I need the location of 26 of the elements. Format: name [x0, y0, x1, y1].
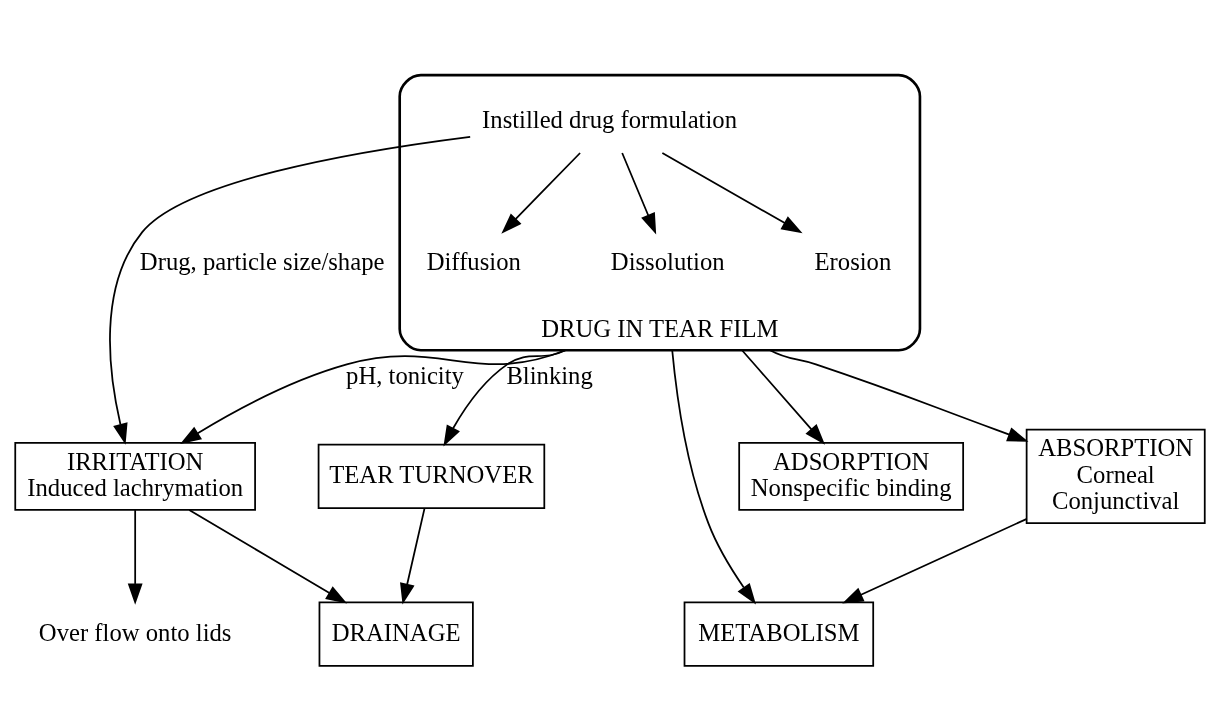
node-box: DRAINAGE — [318, 601, 474, 667]
arrow — [769, 349, 1029, 442]
arrow — [501, 152, 581, 234]
node-text: Diffusion — [426, 248, 521, 276]
edge-label: Drug, particle size/shape — [139, 248, 385, 276]
node-box: ABSORPTION Corneal Conjunctival — [1025, 428, 1206, 524]
edge-label: Blinking — [506, 362, 593, 390]
node-text: Over flow onto lids — [38, 618, 232, 646]
arrow — [661, 152, 803, 234]
node-text: Dissolution — [610, 248, 725, 276]
arrow — [109, 135, 472, 445]
arrow — [188, 509, 348, 604]
arrow — [180, 349, 567, 445]
node-text: Instilled drug formulation — [482, 105, 738, 133]
node-box: ADSORPTION Nonspecific binding — [738, 442, 965, 511]
node-text: Erosion — [814, 248, 892, 276]
arrow — [842, 518, 1028, 604]
arrow — [400, 507, 426, 605]
node-box: IRRITATION Induced lachrymation — [14, 442, 256, 511]
node-box: TEAR TURNOVER — [317, 443, 546, 509]
arrow — [741, 349, 825, 445]
arrow — [127, 509, 143, 605]
node-box: METABOLISM — [683, 601, 875, 667]
arrow — [671, 349, 756, 605]
arrow — [621, 152, 657, 235]
edge-label: pH, tonicity — [346, 362, 464, 390]
